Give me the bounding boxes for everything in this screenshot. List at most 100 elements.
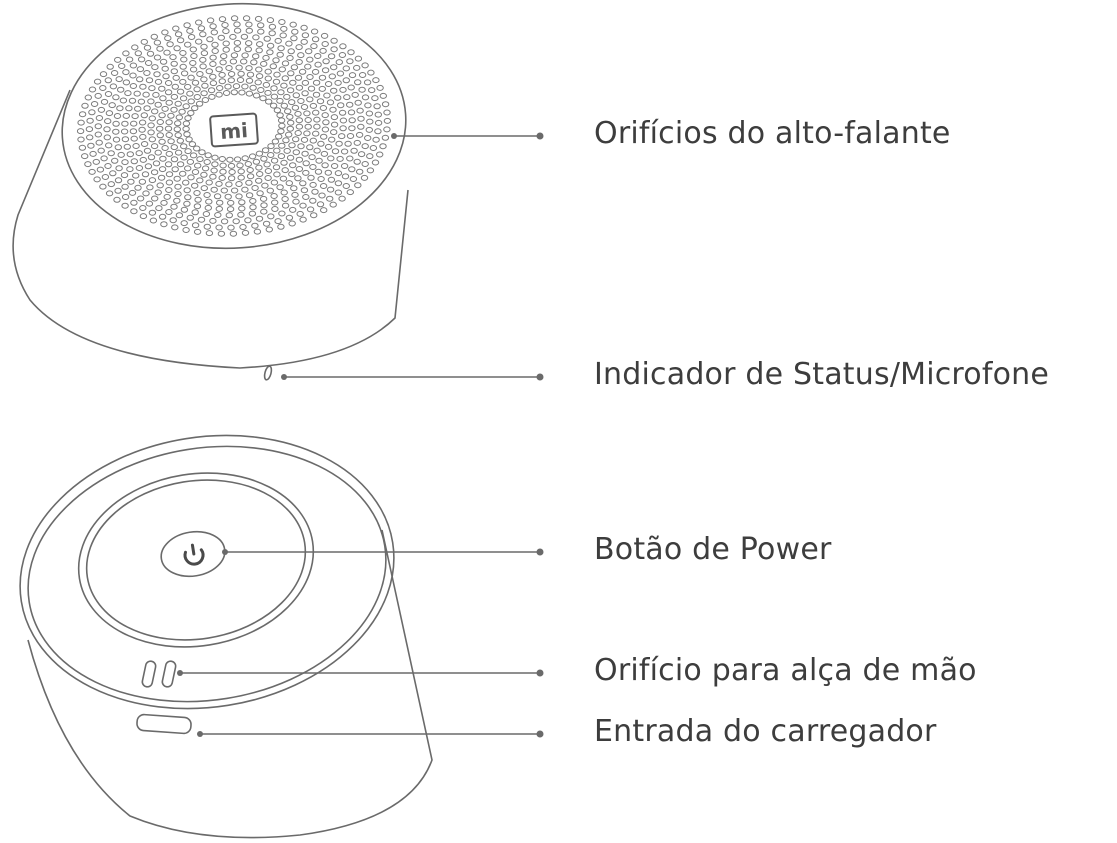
grille-hole <box>169 217 177 224</box>
grille-hole <box>112 136 121 143</box>
grille-hole <box>334 189 343 196</box>
grille-hole <box>262 81 271 88</box>
grille-hole <box>334 79 342 86</box>
grille-hole <box>266 49 274 56</box>
grille-hole <box>133 90 141 97</box>
grille-hole <box>292 198 300 205</box>
grille-hole <box>180 206 189 213</box>
grille-hole <box>366 167 375 174</box>
grille-hole <box>268 23 277 30</box>
grille-hole <box>120 128 129 135</box>
grille-hole <box>277 153 286 160</box>
grille-hole <box>241 83 249 90</box>
grille-hole <box>275 133 283 140</box>
speaker-outer-rim <box>19 434 395 710</box>
grille-hole <box>189 46 198 53</box>
grille-hole <box>329 106 337 113</box>
grille-hole <box>170 106 178 113</box>
grille-hole <box>354 182 362 189</box>
grille-hole <box>259 95 267 102</box>
grille-hole <box>184 194 192 201</box>
grille-hole <box>153 71 161 78</box>
grille-hole <box>302 169 310 176</box>
grille-hole <box>186 158 195 165</box>
grille-hole <box>286 113 294 120</box>
grille-hole <box>347 84 355 91</box>
grille-hole <box>166 41 174 48</box>
grille-hole <box>274 218 282 225</box>
grille-hole <box>109 83 118 90</box>
grille-hole <box>97 106 106 113</box>
grille-hole <box>132 172 140 179</box>
leader-status-indicator <box>281 373 544 381</box>
grille-hole <box>372 136 380 143</box>
grille-hole <box>100 98 109 105</box>
grille-hole <box>118 63 126 69</box>
grille-hole <box>174 100 182 107</box>
grille-hole <box>230 89 239 96</box>
grille-hole <box>335 140 343 147</box>
grille-hole <box>324 169 332 176</box>
grille-hole <box>140 38 149 45</box>
grille-hole <box>174 31 183 38</box>
grille-hole <box>146 50 155 57</box>
grille-hole <box>211 48 219 54</box>
grille-hole <box>195 19 203 26</box>
grille-hole <box>235 181 243 187</box>
grille-hole <box>303 130 311 137</box>
grille-hole <box>336 155 344 162</box>
grille-hole <box>176 37 185 44</box>
grille-hole <box>215 205 224 212</box>
grille-hole <box>357 115 365 122</box>
grille-hole <box>267 213 275 220</box>
grille-hole <box>165 119 173 126</box>
grille-hole <box>197 216 206 223</box>
grille-hole <box>185 136 193 143</box>
grille-hole <box>158 166 167 173</box>
grille-hole <box>334 94 342 101</box>
grille-hole <box>227 162 236 169</box>
grille-hole <box>227 199 235 206</box>
grille-hole <box>338 109 347 116</box>
grille-hole <box>78 111 87 118</box>
grille-hole <box>230 187 239 194</box>
grille-hole <box>104 118 112 125</box>
grille-hole <box>287 48 295 55</box>
grille-hole <box>264 75 272 82</box>
grille-hole <box>241 155 249 162</box>
grille-hole <box>364 102 372 109</box>
grille-hole <box>121 159 129 166</box>
grille-hole <box>215 224 223 231</box>
grille-hole <box>190 53 198 59</box>
grille-hole <box>299 202 307 209</box>
grille-hole <box>143 44 152 51</box>
grille-hole <box>266 187 274 194</box>
grille-hole <box>165 179 174 186</box>
grille-hole <box>148 209 157 216</box>
grille-hole <box>290 64 299 71</box>
grille-hole <box>295 166 304 172</box>
grille-hole <box>218 78 227 85</box>
grille-hole <box>312 130 320 137</box>
grille-hole <box>381 101 390 108</box>
grille-hole <box>191 209 199 216</box>
grille-hole <box>320 207 328 214</box>
grille-hole <box>182 103 190 110</box>
grille-hole <box>95 139 103 146</box>
grille-hole <box>313 123 321 130</box>
grille-hole <box>142 190 150 197</box>
grille-hole <box>289 21 297 28</box>
grille-hole <box>300 136 309 143</box>
grille-hole <box>81 153 89 160</box>
grille-hole <box>87 142 95 149</box>
grille-hole <box>225 65 233 71</box>
grille-hole <box>322 58 330 65</box>
grille-hole <box>312 109 320 116</box>
grille-hole <box>265 226 273 233</box>
grille-hole <box>245 192 254 199</box>
grille-hole <box>302 194 310 200</box>
grille-hole <box>313 147 321 154</box>
grille-hole <box>171 224 179 231</box>
grille-hole <box>365 110 374 117</box>
grille-hole <box>304 117 312 123</box>
